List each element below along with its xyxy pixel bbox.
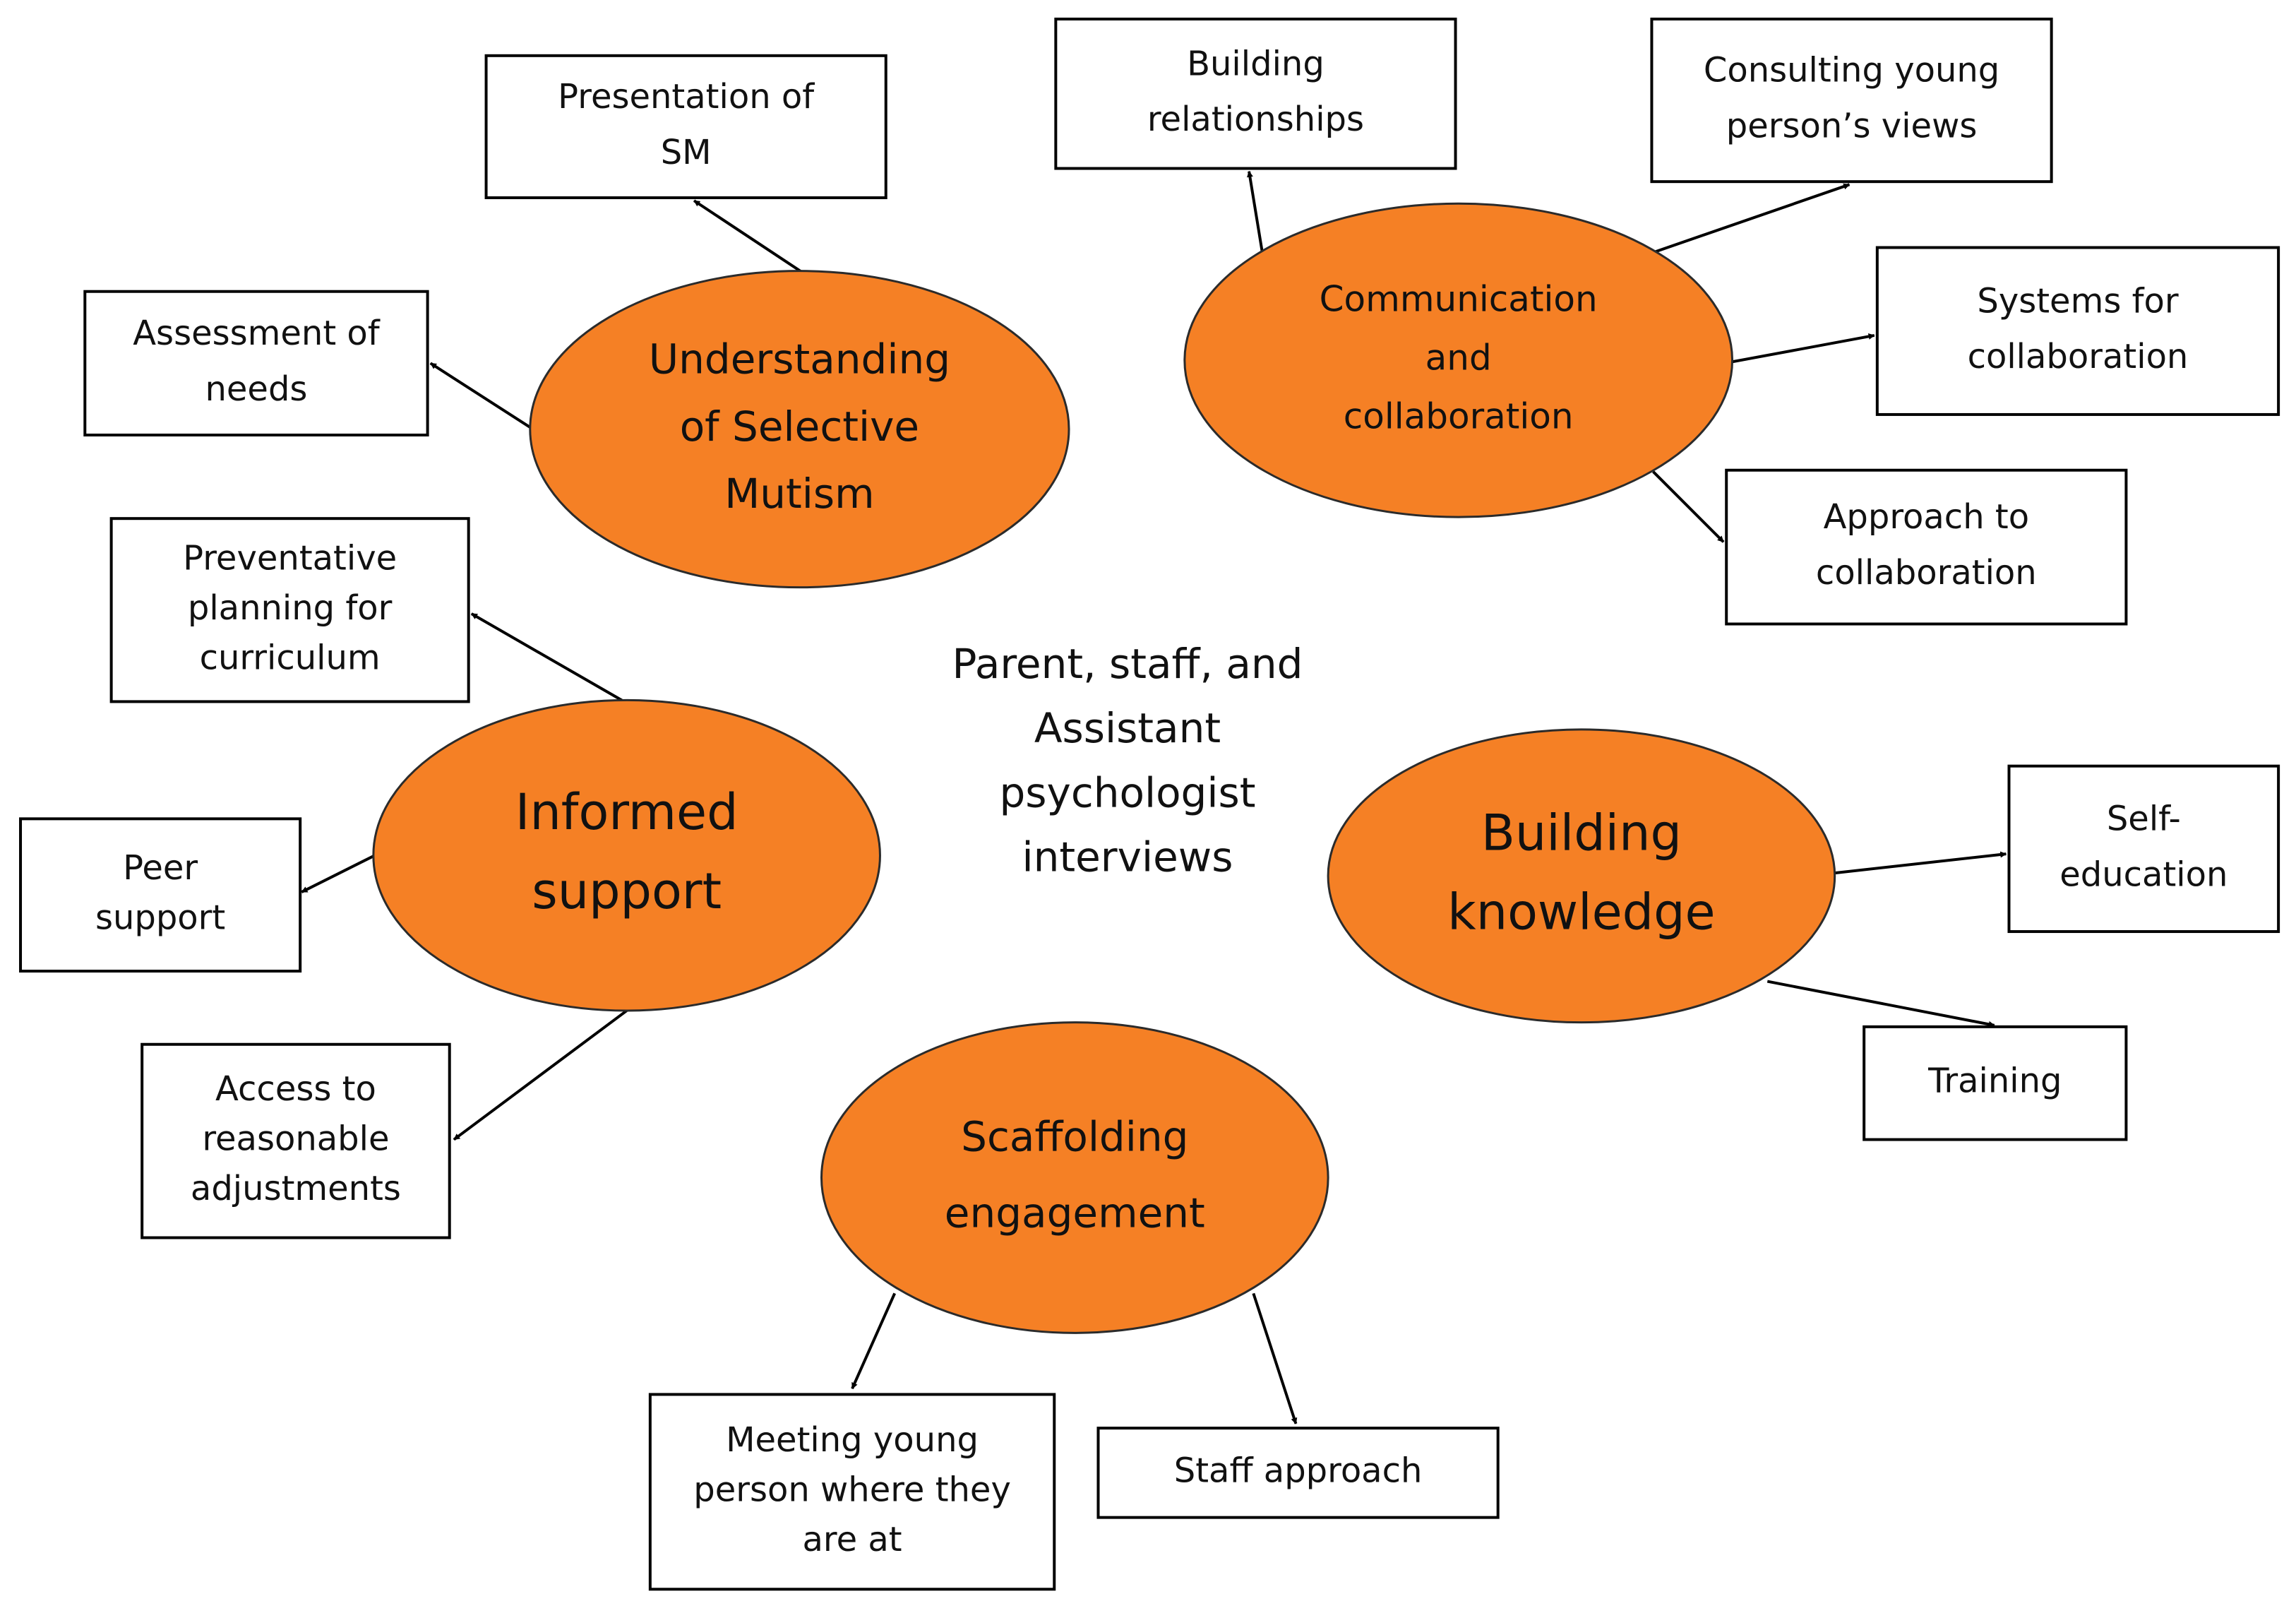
subtheme-rect-meeting: [648, 1393, 1056, 1591]
theme-node-scaffolding: Scaffolding engagement: [820, 1021, 1329, 1334]
subtheme-label-preventative-line-1: Preventative: [183, 538, 397, 578]
theme-label-communication-line-3: collaboration: [1344, 396, 1574, 437]
subtheme-label-systems-line-1: Systems for: [1977, 281, 2179, 321]
subtheme-label-adjustments-line-1: Access to: [215, 1069, 376, 1109]
subtheme-label-self-education-line-2: education: [2059, 855, 2228, 894]
subtheme-label-approach-collab-line-2: collaboration: [1816, 553, 2037, 593]
subtheme-label-presentation-line-2: SM: [661, 133, 712, 172]
subtheme-box-adjustments: Access to reasonable adjustments: [140, 1042, 451, 1239]
arrow-understanding-to-assessment: [429, 362, 534, 431]
theme-label-knowledge-line-1: Building: [1481, 804, 1682, 862]
subtheme-label-relationships-line-1: Building: [1187, 44, 1325, 83]
subtheme-rect-assessment: [83, 290, 429, 436]
subtheme-label-systems-line-2: collaboration: [1968, 337, 2189, 376]
subtheme-label-presentation-line-1: Presentation of: [558, 77, 815, 117]
subtheme-label-peer-line-2: support: [95, 898, 225, 937]
subtheme-rect-adjustments: [140, 1042, 451, 1239]
arrow-knowledge-to-self-education: [1834, 851, 2007, 875]
subtheme-rect-approach-collab: [1725, 468, 2128, 626]
center-label-line-1: Parent, staff, and: [952, 640, 1303, 688]
theme-ellipse-scaffolding: [820, 1021, 1329, 1334]
subtheme-label-approach-collab-line-1: Approach to: [1824, 497, 2030, 537]
subtheme-label-consulting-line-2: person’s views: [1726, 106, 1978, 145]
theme-node-informed: Informed support: [372, 698, 881, 1012]
subtheme-box-meeting: Meeting young person where they are at: [648, 1393, 1056, 1591]
arrow-informed-to-preventative: [470, 612, 628, 705]
center-label-line-4: interviews: [1022, 833, 1233, 881]
subtheme-rect-systems: [1875, 246, 2280, 416]
arrow-communication-to-relationships: [1246, 170, 1264, 253]
center-label-line-2: Assistant: [1034, 704, 1221, 752]
subtheme-box-training: Training: [1862, 1025, 2128, 1141]
theme-label-knowledge-line-2: knowledge: [1447, 883, 1715, 941]
theme-node-knowledge: Building knowledge: [1327, 728, 1836, 1024]
theme-label-understanding-line-2: of Selective: [680, 403, 919, 451]
subtheme-rect-presentation: [484, 54, 887, 199]
subtheme-rect-training: [1862, 1025, 2128, 1141]
subtheme-rect-staff-approach: [1096, 1427, 1500, 1519]
theme-ellipse-knowledge: [1327, 728, 1836, 1024]
theme-ellipse-understanding: [529, 270, 1070, 589]
subtheme-box-staff-approach: Staff approach: [1096, 1427, 1500, 1519]
arrow-communication-to-systems: [1732, 333, 1875, 364]
arrow-scaffolding-to-meeting: [851, 1292, 897, 1389]
arrow-understanding-to-presentation: [693, 199, 803, 274]
subtheme-box-self-education: Self-education: [2007, 764, 2280, 934]
theme-label-informed-line-1: Informed: [515, 783, 739, 841]
subtheme-box-approach-collab: Approach to collaboration: [1725, 468, 2128, 626]
subtheme-label-staff-approach-line-1: Staff approach: [1174, 1451, 1423, 1490]
theme-label-informed-line-2: support: [532, 862, 722, 920]
theme-node-communication: Communication and collaboration: [1183, 202, 1734, 518]
subtheme-box-consulting: Consulting young person’s views: [1650, 17, 2053, 184]
subtheme-label-adjustments-line-2: reasonable: [202, 1119, 389, 1159]
subtheme-label-assessment-line-2: needs: [205, 369, 307, 409]
subtheme-box-preventative: Preventative planning for curriculum: [109, 517, 470, 703]
arrows-layer: [301, 170, 2007, 1424]
subtheme-label-assessment-line-1: Assessment of: [133, 314, 381, 353]
subtheme-label-peer-line-1: Peer: [123, 848, 198, 888]
subtheme-rect-relationships: [1054, 17, 1457, 170]
arrow-informed-to-peer: [301, 854, 376, 893]
subtheme-box-presentation: Presentation of SM: [484, 54, 887, 199]
subtheme-rect-peer: [19, 817, 302, 973]
subtheme-rect-preventative: [109, 517, 470, 703]
arrow-scaffolding-to-staff-approach: [1252, 1292, 1298, 1424]
subtheme-box-assessment: Assessment of needs: [83, 290, 429, 436]
subtheme-rect-consulting: [1650, 17, 2053, 184]
center-label-line-3: psychologist: [999, 768, 1255, 816]
arrow-communication-to-approach-collab: [1652, 470, 1725, 543]
subtheme-label-adjustments-line-3: adjustments: [191, 1169, 401, 1208]
subtheme-box-relationships: Building relationships: [1054, 17, 1457, 170]
arrow-knowledge-to-training: [1766, 980, 1995, 1028]
arrow-communication-to-consulting: [1654, 183, 1850, 254]
theme-ellipse-communication: [1183, 202, 1734, 518]
subtheme-label-preventative-line-2: planning for: [188, 588, 393, 628]
theme-label-understanding-line-3: Mutism: [724, 470, 874, 518]
subtheme-label-self-education-line-1: Self-: [2107, 799, 2181, 838]
subtheme-label-meeting-line-1: Meeting young: [726, 1420, 979, 1460]
theme-label-scaffolding-line-2: engagement: [945, 1189, 1205, 1237]
subtheme-box-systems: Systems for collaboration: [1875, 246, 2280, 416]
theme-label-communication-line-1: Communication: [1320, 279, 1598, 320]
subtheme-label-meeting-line-3: are at: [802, 1520, 902, 1559]
subtheme-rect-self-education: [2007, 764, 2280, 934]
subtheme-label-relationships-line-2: relationships: [1147, 100, 1364, 139]
subtheme-label-preventative-line-3: curriculum: [200, 638, 381, 677]
theme-label-scaffolding-line-1: Scaffolding: [961, 1113, 1188, 1161]
subtheme-label-training-line-1: Training: [1927, 1061, 2062, 1101]
subtheme-label-consulting-line-1: Consulting young: [1704, 51, 1999, 90]
theme-label-understanding-line-1: Understanding: [649, 335, 950, 383]
subtheme-label-meeting-line-2: person where they: [693, 1470, 1011, 1509]
arrow-informed-to-adjustments: [453, 1009, 628, 1141]
theme-ellipse-informed: [372, 698, 881, 1012]
subtheme-box-peer: Peer support: [19, 817, 302, 973]
theme-label-communication-line-2: and: [1425, 338, 1492, 379]
